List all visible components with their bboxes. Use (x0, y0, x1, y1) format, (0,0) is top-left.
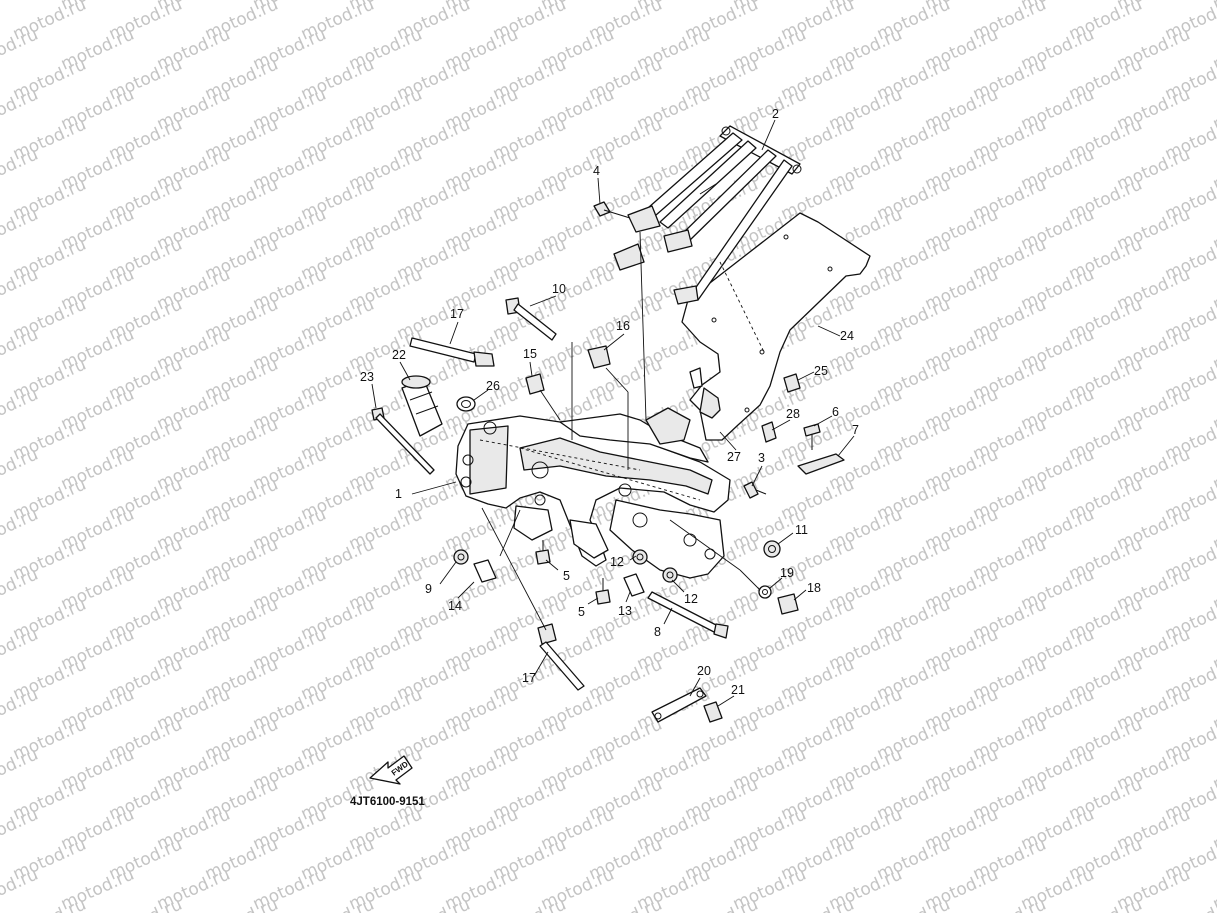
part-7-pad[interactable] (797, 453, 845, 475)
callout-1: 1 (395, 487, 402, 501)
callout-11: 11 (795, 523, 808, 537)
callout-20: 20 (697, 664, 711, 678)
callout-13: 13 (618, 604, 632, 618)
callout-28: 28 (786, 407, 800, 421)
part-12-collar-left[interactable] (632, 549, 648, 565)
watermark-text: motod.ru (682, 895, 761, 913)
part-23-cable-tie[interactable] (371, 407, 435, 475)
leader-lines (371, 119, 855, 707)
callout-19: 19 (780, 566, 794, 580)
part-2-rear-frame[interactable] (613, 125, 802, 305)
watermark-text: motod.ru (0, 25, 41, 75)
watermark-text: motod.ru (0, 85, 41, 135)
part-21-bolt[interactable] (703, 701, 723, 723)
part-6-bolt[interactable] (803, 423, 821, 450)
part-12-collar-right[interactable] (662, 567, 678, 583)
callout-25: 25 (814, 364, 828, 378)
watermark-text: motod.ru (10, 895, 89, 913)
part-17-cable-tie-upper[interactable] (409, 337, 495, 367)
callout-12a: 12 (610, 555, 624, 569)
part-1-main-frame[interactable] (455, 407, 731, 579)
watermark-text: motod.ru (1066, 895, 1145, 913)
part-20-link[interactable] (651, 687, 707, 723)
callout-17a: 17 (450, 307, 464, 321)
part-11-nut[interactable] (763, 540, 781, 558)
callout-15: 15 (523, 347, 537, 361)
part-4-bolt[interactable] (593, 201, 631, 219)
watermark-text: motod.ru (106, 895, 185, 913)
watermark-text: motod.ru (778, 895, 857, 913)
callout-12b: 12 (684, 592, 698, 606)
part-3-bolt[interactable] (743, 481, 767, 499)
watermark-text: motod.ru (586, 895, 665, 913)
callout-5b: 5 (578, 605, 585, 619)
callout-24: 24 (840, 329, 854, 343)
part-5-bolt-lower[interactable] (595, 578, 611, 605)
watermark-text: motod.ru (0, 325, 41, 375)
callout-21: 21 (731, 683, 745, 697)
watermark-text: motod.ru (490, 895, 569, 913)
callout-6: 6 (832, 405, 839, 419)
part-25-nut[interactable] (783, 373, 801, 393)
callout-17b: 17 (522, 671, 536, 685)
callout-2: 2 (772, 107, 779, 121)
watermark-text: motod.ru (0, 685, 41, 735)
watermark-text: motod.ru (202, 895, 281, 913)
watermark-text: motod.ru (0, 805, 41, 855)
part-24-plate[interactable] (681, 212, 871, 441)
callout-9: 9 (425, 582, 432, 596)
watermark-text: motod.ru (298, 895, 377, 913)
part-26-grommet[interactable] (456, 396, 476, 412)
watermark-text: motod.ru (0, 445, 41, 495)
callout-23: 23 (360, 370, 374, 384)
callout-4: 4 (593, 164, 600, 178)
callout-16: 16 (616, 319, 630, 333)
callout-27: 27 (727, 450, 741, 464)
part-8-long-bolt[interactable] (647, 591, 729, 639)
watermark-text: motod.ru (0, 0, 41, 15)
watermark-text: motod.ru (394, 895, 473, 913)
watermark-text: motod.ru (1162, 895, 1217, 913)
watermark-text: motod.ru (0, 865, 41, 913)
callout-8: 8 (654, 625, 661, 639)
part-16-clip[interactable] (587, 345, 611, 369)
callout-labels: 1 2 3 4 5 5 6 7 8 9 10 11 12 12 13 14 15… (360, 107, 859, 697)
part-15-nut[interactable] (525, 373, 545, 395)
watermark-text: motod.ru (970, 895, 1049, 913)
watermark-text: motod.ru (874, 895, 953, 913)
diagram-code: 4JT6100-9151 (350, 796, 425, 808)
part-13-collar[interactable] (623, 573, 645, 597)
part-18-bolt[interactable] (777, 593, 799, 615)
part-28-nut[interactable] (761, 421, 777, 443)
watermark-text: motod.ru (0, 505, 41, 555)
part-9-nut[interactable] (453, 549, 469, 565)
watermark-text: motod.ru (0, 385, 41, 435)
watermark-text: motod.ru (0, 745, 41, 795)
fwd-arrow-icon: FWD (369, 755, 413, 785)
callout-22: 22 (392, 348, 406, 362)
part-19-washer[interactable] (758, 585, 772, 599)
watermark-text: motod.ru (0, 265, 41, 315)
callout-14: 14 (448, 599, 462, 613)
callout-18: 18 (807, 581, 821, 595)
watermark-text: motod.ru (0, 145, 41, 195)
callout-26: 26 (486, 379, 500, 393)
callout-3: 3 (758, 451, 765, 465)
part-17-cable-tie-lower[interactable] (537, 623, 585, 691)
watermark-text: motod.ru (0, 205, 41, 255)
watermark-text: motod.ru (0, 565, 41, 615)
callout-5a: 5 (563, 569, 570, 583)
callout-7: 7 (852, 423, 859, 437)
callout-10: 10 (552, 282, 566, 296)
part-10-bolt[interactable] (505, 297, 557, 341)
part-27-bracket[interactable] (689, 367, 703, 389)
part-14-collar[interactable] (473, 559, 497, 583)
watermark-text: motod.ru (0, 625, 41, 675)
